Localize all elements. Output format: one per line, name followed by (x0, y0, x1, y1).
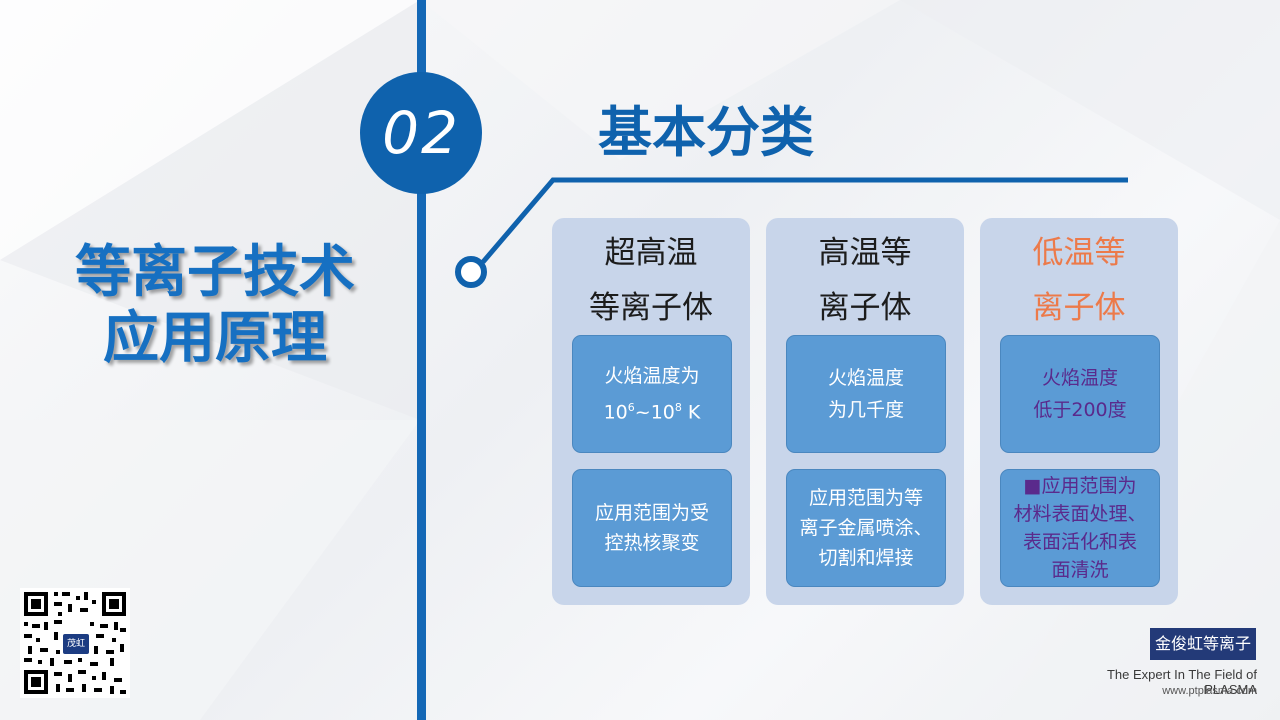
application-line3: 切割和焊接 (818, 547, 914, 569)
brand-slogan: The Expert In The Field of PLASMA (1106, 667, 1257, 697)
temperature-line2: 106~108 K (603, 400, 701, 424)
temperature-line1: 火焰温度 (1041, 367, 1118, 389)
application-line1: ■应用范围为 (1023, 475, 1137, 497)
application-line2: 材料表面处理、 (1013, 503, 1147, 525)
application-box: 应用范围为受 控热核聚变 (572, 469, 732, 587)
temperature-line2: 低于200度 (1033, 399, 1127, 421)
section-title: 基本分类 (598, 101, 814, 164)
column-title: 低温等 离子体 (980, 226, 1178, 336)
column-title-line1: 超高温 (604, 235, 698, 271)
main-title-line2: 应用原理 (103, 306, 327, 371)
column-title: 超高温 等离子体 (552, 226, 750, 336)
brand-website: www.ptplasma.com (1162, 685, 1257, 697)
temperature-box: 火焰温度 低于200度 (1000, 335, 1160, 453)
application-box: ■应用范围为 材料表面处理、 表面活化和表 面清洗 (1000, 469, 1160, 587)
temperature-box: 火焰温度 为几千度 (786, 335, 946, 453)
main-title: 等离子技术 应用原理 (40, 240, 390, 372)
temperature-line1: 火焰温度 (827, 367, 904, 389)
main-title-line1: 等离子技术 (75, 240, 355, 305)
application-line2: 离子金属喷涂、 (799, 517, 933, 539)
category-column-low-temp: 低温等 离子体 火焰温度 低于200度 ■应用范围为 材料表面处理、 表面活化和… (980, 218, 1178, 605)
column-title-line1: 高温等 (818, 235, 912, 271)
section-number-badge: 02 (360, 72, 482, 194)
column-title-line1: 低温等 (1032, 235, 1126, 271)
category-column-high-temp: 高温等 离子体 火焰温度 为几千度 应用范围为等 离子金属喷涂、 切割和焊接 (766, 218, 964, 605)
column-title-line2: 离子体 (1032, 290, 1126, 326)
application-line4: 面清洗 (1051, 559, 1109, 581)
application-box: 应用范围为等 离子金属喷涂、 切割和焊接 (786, 469, 946, 587)
column-title: 高温等 离子体 (766, 226, 964, 336)
temperature-line1: 火焰温度为 (604, 364, 700, 387)
application-line3: 表面活化和表 (1022, 531, 1137, 553)
brand-name: 金俊虹等离子 (1150, 628, 1256, 660)
application-line1: 应用范围为受 (594, 502, 709, 524)
category-column-ultra-high-temp: 超高温 等离子体 火焰温度为 106~108 K 应用范围为受 控热核聚变 (552, 218, 750, 605)
column-title-line2: 等离子体 (589, 290, 713, 326)
application-line2: 控热核聚变 (604, 532, 700, 554)
temperature-line2: 为几千度 (827, 399, 904, 421)
qr-logo-badge: 茂虹 (63, 634, 89, 654)
column-title-line2: 离子体 (818, 290, 912, 326)
vertical-divider-line (417, 0, 426, 720)
application-line1: 应用范围为等 (808, 487, 923, 509)
temperature-box: 火焰温度为 106~108 K (572, 335, 732, 453)
